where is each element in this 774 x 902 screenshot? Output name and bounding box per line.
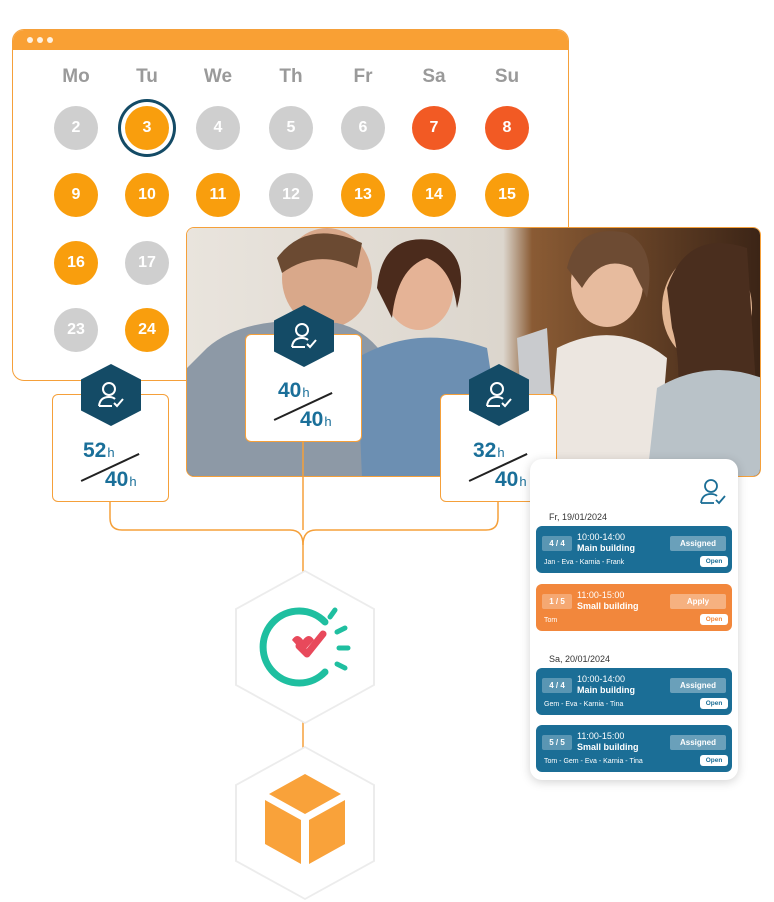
- calendar-day[interactable]: 7: [412, 106, 456, 150]
- shift-time: 10:00-14:00: [577, 674, 626, 684]
- assigned-button[interactable]: Assigned: [670, 536, 726, 551]
- status-badge: Open: [700, 556, 728, 567]
- user-check-icon: [81, 364, 141, 426]
- shift-slots: 1 / 5: [542, 594, 572, 609]
- hours-target: 40h: [495, 468, 527, 491]
- shift-people: Gem - Eva - Karnia - Tina: [544, 701, 624, 708]
- shift-card[interactable]: 1 / 5 11:00-15:00 Small building Tom App…: [536, 584, 732, 631]
- shift-slots: 4 / 4: [542, 536, 572, 551]
- shift-card[interactable]: 4 / 4 10:00-14:00 Main building Jan - Ev…: [536, 526, 732, 573]
- user-check-icon: [274, 305, 334, 367]
- shift-time: 11:00-15:00: [577, 590, 625, 600]
- shift-card[interactable]: 5 / 5 11:00-15:00 Small building Tom - G…: [536, 725, 732, 772]
- box-icon: [265, 774, 345, 864]
- shift-location: Small building: [577, 742, 639, 752]
- shift-location: Main building: [577, 543, 635, 553]
- window-dot: [47, 37, 53, 43]
- window-dot: [37, 37, 43, 43]
- calendar-day[interactable]: 10: [125, 173, 169, 217]
- calendar-day[interactable]: 4: [196, 106, 240, 150]
- status-badge: Open: [700, 755, 728, 766]
- shift-location: Main building: [577, 685, 635, 695]
- status-badge: Open: [700, 614, 728, 625]
- status-badge: Open: [700, 698, 728, 709]
- weekday-header: Mo: [62, 66, 90, 87]
- calendar-day[interactable]: 6: [341, 106, 385, 150]
- hours-target: 40h: [300, 408, 332, 431]
- shift-card[interactable]: 4 / 4 10:00-14:00 Main building Gem - Ev…: [536, 668, 732, 715]
- shift-people: Jan - Eva - Karnia - Frank: [544, 559, 625, 566]
- window-dot: [27, 37, 33, 43]
- weekday-header: We: [203, 66, 233, 87]
- clock-check-icon: [259, 607, 351, 687]
- weekday-header: Fr: [353, 66, 373, 87]
- window-title-bar: [13, 30, 568, 50]
- shifts-panel: Fr, 19/01/2024 4 / 4 10:00-14:00 Main bu…: [530, 459, 738, 780]
- hours-target: 40h: [105, 468, 137, 491]
- assigned-button[interactable]: Assigned: [670, 735, 726, 750]
- shift-time: 10:00-14:00: [577, 532, 626, 542]
- hours-worked: 52h: [83, 439, 115, 462]
- shift-people: Tom: [544, 617, 558, 624]
- weekday-header: Th: [279, 66, 303, 87]
- shift-time: 11:00-15:00: [577, 731, 625, 741]
- calendar-day[interactable]: 16: [54, 241, 98, 285]
- shift-date: Sa, 20/01/2024: [549, 654, 611, 664]
- weekday-header: Tu: [136, 66, 158, 87]
- apply-button[interactable]: Apply: [670, 594, 726, 609]
- shift-slots: 4 / 4: [542, 678, 572, 693]
- shift-people: Tom - Gem - Eva - Karnia - Tina: [544, 758, 643, 765]
- hours-worked: 32h: [473, 439, 505, 462]
- calendar-day[interactable]: 14: [412, 173, 456, 217]
- calendar-day[interactable]: 24: [125, 308, 169, 352]
- calendar-day[interactable]: 8: [485, 106, 529, 150]
- weekday-header: Sa: [422, 66, 446, 87]
- user-check-icon: [700, 479, 726, 505]
- hours-worked: 40h: [278, 379, 310, 402]
- calendar-day-selected[interactable]: 3: [125, 106, 169, 150]
- shift-slots: 5 / 5: [542, 735, 572, 750]
- calendar-day[interactable]: 11: [196, 173, 240, 217]
- shift-date: Fr, 19/01/2024: [549, 512, 608, 522]
- assigned-button[interactable]: Assigned: [670, 678, 726, 693]
- weekday-header: Su: [494, 66, 520, 87]
- calendar-day[interactable]: 12: [269, 173, 313, 217]
- user-check-icon: [469, 364, 529, 426]
- calendar-day[interactable]: 15: [485, 173, 529, 217]
- calendar-day[interactable]: 17: [125, 241, 169, 285]
- calendar-day[interactable]: 9: [54, 173, 98, 217]
- calendar-day[interactable]: 13: [341, 173, 385, 217]
- shift-location: Small building: [577, 601, 639, 611]
- calendar-day[interactable]: 2: [54, 106, 98, 150]
- calendar-day[interactable]: 23: [54, 308, 98, 352]
- calendar-day[interactable]: 5: [269, 106, 313, 150]
